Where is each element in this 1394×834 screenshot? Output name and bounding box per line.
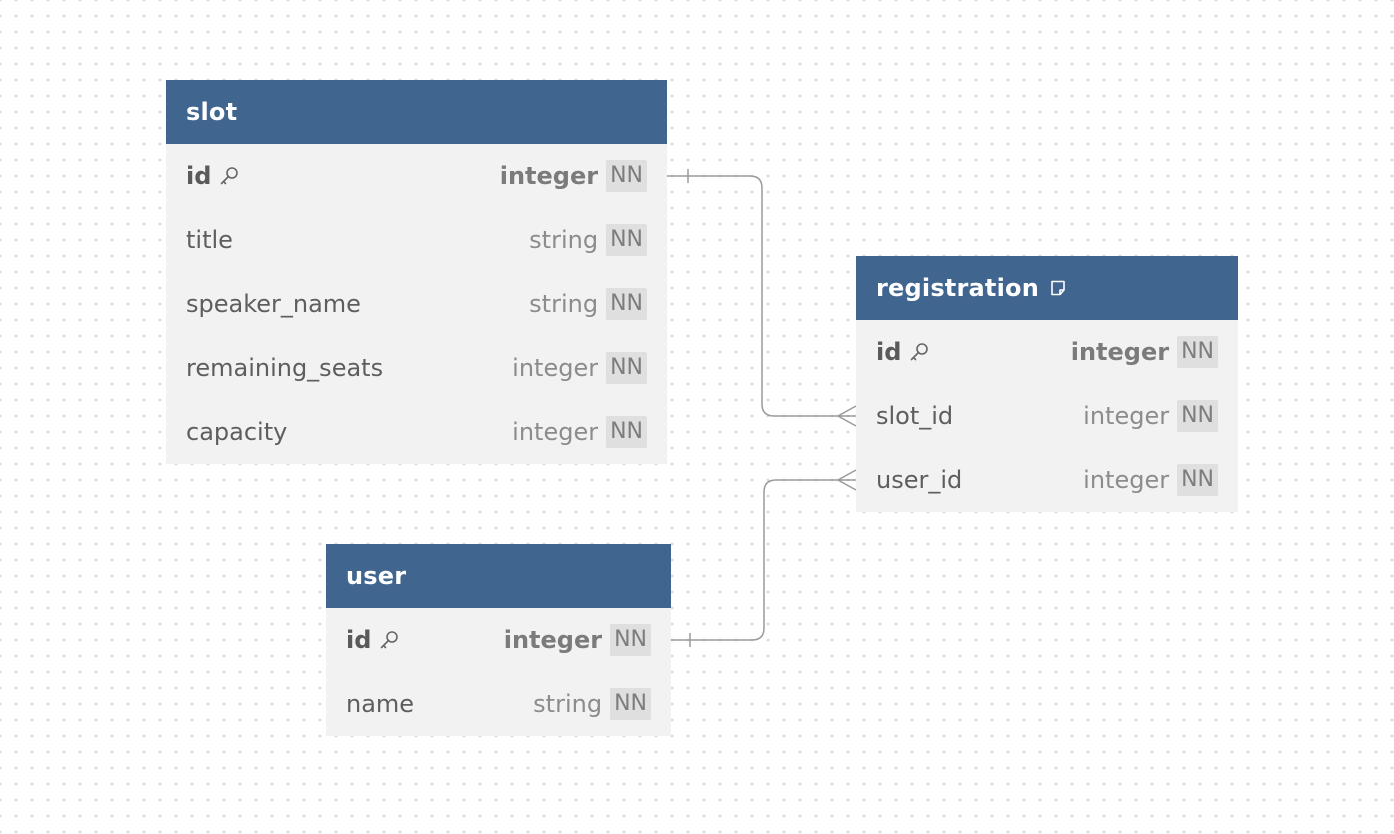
not-null-badge: NN (606, 160, 647, 192)
column-type: string (529, 290, 599, 318)
key-icon (911, 343, 929, 361)
column-row[interactable]: id integer NN (326, 608, 671, 672)
column-type: integer (512, 354, 599, 382)
column-name: name (346, 690, 415, 718)
many-end-marker (836, 405, 857, 427)
column-type: string (533, 690, 603, 718)
key-icon (381, 631, 399, 649)
not-null-badge: NN (1177, 336, 1218, 368)
not-null-badge: NN (610, 624, 651, 656)
column-row[interactable]: user_id integer NN (856, 448, 1238, 512)
column-type: integer (503, 626, 603, 654)
column-row[interactable]: title string NN (166, 208, 667, 272)
not-null-badge: NN (610, 688, 651, 720)
not-null-badge: NN (606, 288, 647, 320)
entity-registration[interactable]: registration id integer NN slot_id integ… (856, 256, 1238, 512)
entity-header[interactable]: slot (166, 80, 667, 144)
connector-line (667, 175, 856, 417)
entity-header[interactable]: user (326, 544, 671, 608)
column-type: integer (512, 418, 599, 446)
column-row[interactable]: slot_id integer NN (856, 384, 1238, 448)
note-icon[interactable] (1049, 279, 1067, 297)
column-type: integer (1083, 466, 1170, 494)
column-name: user_id (876, 466, 963, 494)
not-null-badge: NN (1177, 400, 1218, 432)
column-name: remaining_seats (186, 354, 384, 382)
connector-line (671, 479, 856, 641)
entity-slot[interactable]: slot id integer NN title string NN speak… (166, 80, 667, 464)
column-type: integer (1083, 402, 1170, 430)
not-null-badge: NN (606, 416, 647, 448)
not-null-badge: NN (1177, 464, 1218, 496)
column-type: integer (499, 162, 599, 190)
relationship-slot-registration[interactable] (667, 169, 857, 427)
column-row[interactable]: id integer NN (856, 320, 1238, 384)
column-row[interactable]: remaining_seats integer NN (166, 336, 667, 400)
entity-user[interactable]: user id integer NN name string NN (326, 544, 671, 736)
entity-name: slot (186, 98, 238, 126)
column-name: speaker_name (186, 290, 361, 318)
column-row[interactable]: speaker_name string NN (166, 272, 667, 336)
relationship-user-registration[interactable] (671, 469, 857, 647)
column-name: id (186, 162, 239, 190)
entity-name: user (346, 562, 407, 590)
column-row[interactable]: id integer NN (166, 144, 667, 208)
entity-header[interactable]: registration (856, 256, 1238, 320)
column-name: id (876, 338, 929, 366)
column-name: capacity (186, 418, 288, 446)
key-icon (221, 167, 239, 185)
column-name: id (346, 626, 399, 654)
column-name: slot_id (876, 402, 954, 430)
column-type: integer (1070, 338, 1170, 366)
not-null-badge: NN (606, 224, 647, 256)
not-null-badge: NN (606, 352, 647, 384)
column-name: title (186, 226, 233, 254)
many-end-marker (836, 469, 857, 491)
column-row[interactable]: name string NN (326, 672, 671, 736)
column-row[interactable]: capacity integer NN (166, 400, 667, 464)
entity-name: registration (876, 274, 1039, 302)
column-type: string (529, 226, 599, 254)
